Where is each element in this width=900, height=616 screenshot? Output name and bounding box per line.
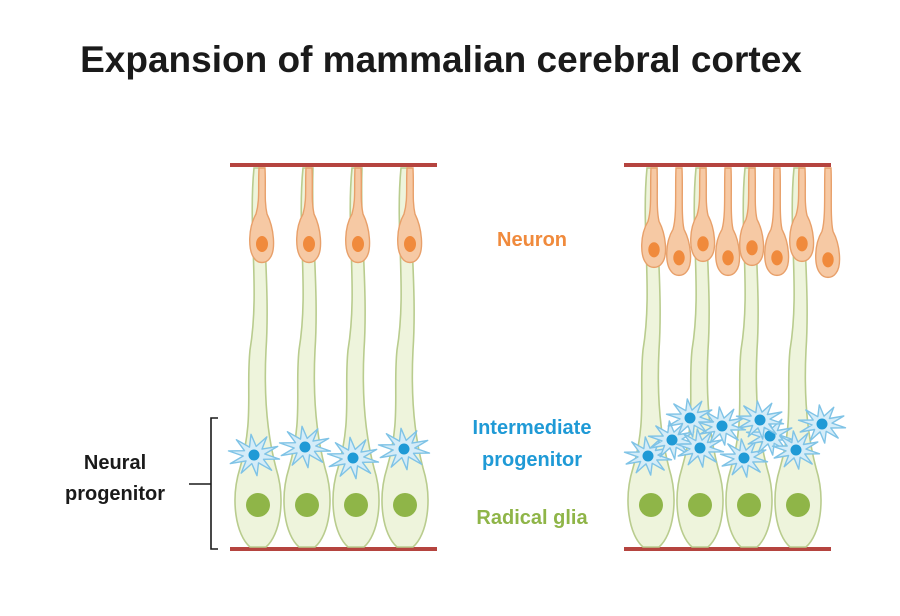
neuron-nucleus bbox=[648, 242, 660, 258]
neuron-nucleus bbox=[256, 236, 268, 252]
radial-glia-nucleus bbox=[393, 493, 417, 517]
radial-glia-nucleus bbox=[639, 493, 663, 517]
intermediate-progenitor-nucleus bbox=[790, 444, 802, 456]
radial-glia-nucleus bbox=[688, 493, 712, 517]
intermediate-progenitor-nucleus bbox=[738, 452, 750, 464]
radial-glia-nucleus bbox=[295, 493, 319, 517]
neuron-cell bbox=[397, 167, 423, 264]
radial-glia-label: Radical glia bbox=[476, 507, 588, 529]
neuron-nucleus bbox=[697, 236, 709, 252]
neuron-label: Neuron bbox=[497, 229, 567, 251]
intermediate-progenitor-nucleus bbox=[299, 441, 311, 453]
neuron-cell bbox=[715, 167, 741, 277]
radial-glia-nucleus bbox=[344, 493, 368, 517]
neuron-nucleus bbox=[722, 250, 734, 266]
neuron-nucleus bbox=[771, 250, 783, 266]
neuron-cell bbox=[789, 167, 815, 263]
neuron-cell bbox=[296, 167, 322, 264]
neuron-nucleus bbox=[796, 236, 808, 252]
neuron-cell bbox=[815, 167, 841, 279]
neuron-cell bbox=[666, 167, 692, 277]
intermediate-progenitor-label-line2: progenitor bbox=[482, 449, 582, 471]
intermediate-progenitor-nucleus bbox=[248, 449, 260, 461]
membranes bbox=[230, 163, 831, 551]
neural-progenitor-label-line2: progenitor bbox=[65, 483, 165, 505]
neuron-nucleus bbox=[673, 250, 685, 266]
radial-glia-nucleus bbox=[737, 493, 761, 517]
radial-glia-nucleus bbox=[246, 493, 270, 517]
diagram-title: Expansion of mammalian cerebral cortex bbox=[80, 39, 802, 80]
neuron-cell bbox=[345, 167, 371, 264]
neuron-nucleus bbox=[404, 236, 416, 252]
intermediate-progenitor-nucleus bbox=[398, 443, 410, 455]
intermediate-progenitor-nucleus bbox=[642, 450, 654, 462]
intermediate-progenitor-nucleus bbox=[684, 412, 696, 424]
neuron-cell bbox=[641, 167, 667, 269]
neuron-cell bbox=[249, 167, 275, 264]
intermediate-progenitor-label-line1: Intermediate bbox=[473, 417, 592, 439]
intermediate-progenitor-nucleus bbox=[666, 434, 678, 446]
intermediate-progenitor-nucleus bbox=[754, 414, 766, 426]
intermediate-progenitor-nucleus bbox=[347, 452, 359, 464]
neuron-cell bbox=[690, 167, 716, 263]
intermediate-progenitor-nucleus bbox=[694, 442, 706, 454]
neuron-nucleus bbox=[746, 240, 758, 256]
intermediate-progenitor-nucleus bbox=[716, 420, 728, 432]
neural-progenitor-bracket bbox=[189, 417, 218, 550]
intermediate-progenitor-nucleus bbox=[816, 418, 828, 430]
right-panel bbox=[623, 167, 847, 548]
neuron-nucleus bbox=[822, 252, 834, 268]
radial-glia-nucleus bbox=[786, 493, 810, 517]
neuron-cell bbox=[739, 167, 765, 267]
neuron-nucleus bbox=[303, 236, 315, 252]
neuron-cell bbox=[764, 167, 790, 277]
left-panel bbox=[227, 167, 431, 548]
neuron-nucleus bbox=[352, 236, 364, 252]
intermediate-progenitor-nucleus bbox=[764, 430, 776, 442]
neural-progenitor-label-line1: Neural bbox=[84, 452, 146, 474]
